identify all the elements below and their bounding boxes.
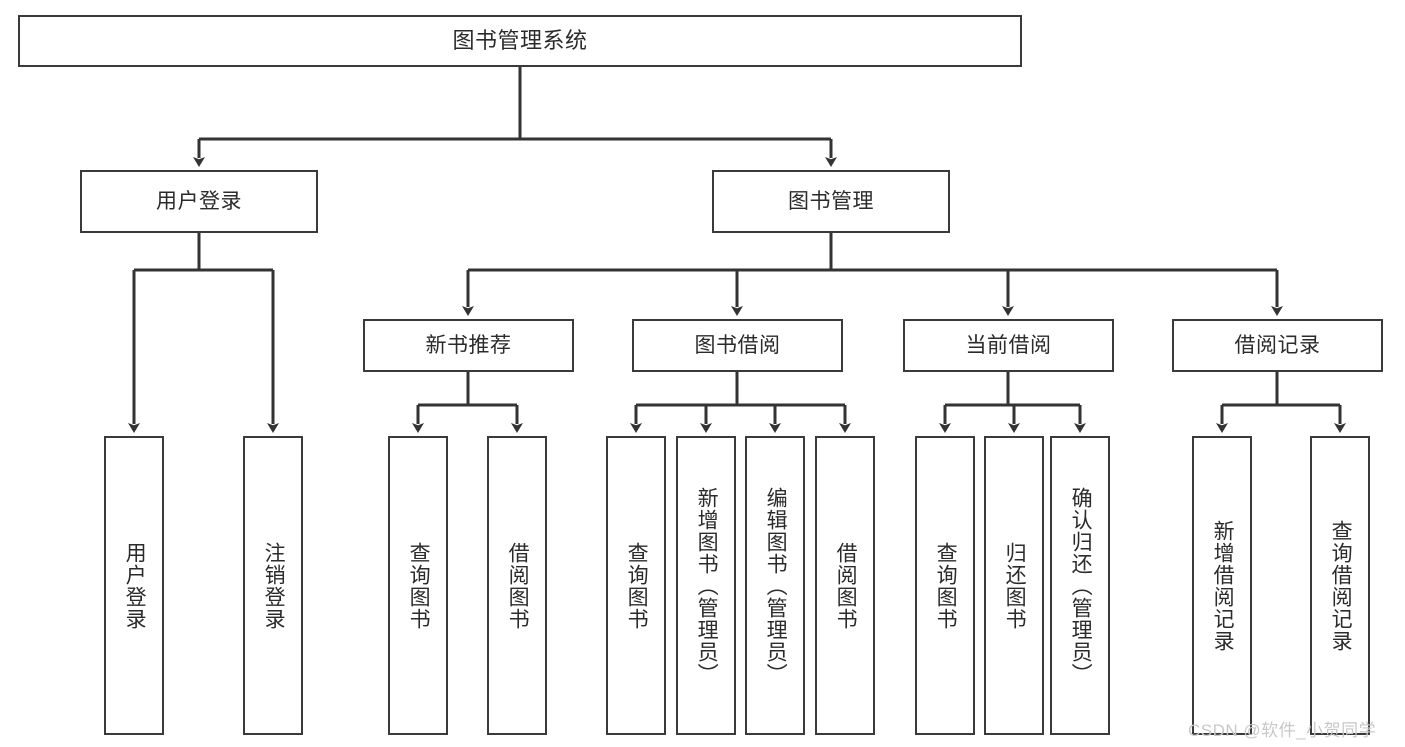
node-leaf-query-record-label: 查询借阅记录 [1329, 519, 1353, 652]
node-leaf-query-book-borrow[interactable]: 查询图书 [606, 436, 666, 735]
node-leaf-edit-book-label: 编辑图书（管理员） [764, 486, 788, 685]
node-leaf-add-record-label: 新增借阅记录 [1211, 519, 1235, 652]
node-leaf-query-book-rec[interactable]: 查询图书 [388, 436, 448, 735]
node-borrow-record-label: 借阅记录 [1234, 333, 1321, 357]
node-leaf-confirm-return[interactable]: 确认归还（管理员） [1050, 436, 1110, 735]
node-leaf-borrow-book-label: 借阅图书 [834, 541, 858, 630]
node-leaf-borrow-book[interactable]: 借阅图书 [815, 436, 875, 735]
node-new-book-rec[interactable]: 新书推荐 [363, 319, 574, 372]
node-leaf-add-record[interactable]: 新增借阅记录 [1192, 436, 1252, 735]
node-book-manage-label: 图书管理 [788, 189, 874, 213]
node-leaf-borrow-book-rec[interactable]: 借阅图书 [487, 436, 547, 735]
node-leaf-user-login[interactable]: 用户登录 [104, 436, 164, 735]
node-leaf-query-book-current[interactable]: 查询图书 [915, 436, 975, 735]
node-book-borrow[interactable]: 图书借阅 [632, 319, 843, 372]
node-current-borrow-label: 当前借阅 [965, 333, 1052, 357]
node-leaf-edit-book[interactable]: 编辑图书（管理员） [745, 436, 805, 735]
node-root-label: 图书管理系统 [452, 27, 588, 53]
node-leaf-confirm-return-label: 确认归还（管理员） [1069, 486, 1093, 685]
node-leaf-borrow-book-rec-label: 借阅图书 [506, 541, 530, 630]
node-new-book-rec-label: 新书推荐 [425, 333, 512, 357]
node-leaf-return-book[interactable]: 归还图书 [984, 436, 1044, 735]
node-current-borrow[interactable]: 当前借阅 [903, 319, 1114, 372]
node-leaf-query-book-current-label: 查询图书 [934, 541, 958, 630]
node-user-login[interactable]: 用户登录 [80, 170, 318, 233]
watermark: CSDN @软件_小贺同学 [1188, 721, 1377, 740]
node-leaf-add-book[interactable]: 新增图书（管理员） [676, 436, 736, 735]
node-book-borrow-label: 图书借阅 [694, 333, 781, 357]
node-leaf-query-record[interactable]: 查询借阅记录 [1310, 436, 1370, 735]
node-leaf-user-logout[interactable]: 注销登录 [243, 436, 303, 735]
node-user-login-label: 用户登录 [156, 189, 242, 213]
node-leaf-query-book-rec-label: 查询图书 [407, 541, 431, 630]
node-borrow-record[interactable]: 借阅记录 [1172, 319, 1383, 372]
node-root[interactable]: 图书管理系统 [18, 15, 1022, 67]
node-book-manage[interactable]: 图书管理 [712, 170, 950, 233]
node-leaf-add-book-label: 新增图书（管理员） [695, 486, 719, 685]
node-leaf-user-logout-label: 注销登录 [262, 541, 286, 630]
node-leaf-user-login-label: 用户登录 [123, 541, 147, 630]
node-leaf-query-book-borrow-label: 查询图书 [625, 541, 649, 630]
node-leaf-return-book-label: 归还图书 [1003, 541, 1027, 630]
